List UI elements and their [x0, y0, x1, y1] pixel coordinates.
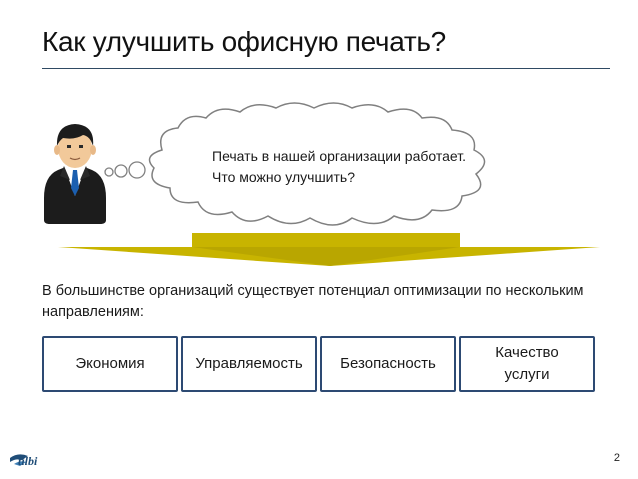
- direction-box-label: Управляемость: [195, 355, 303, 372]
- directions-row: Экономия Управляемость Безопасность Каче…: [42, 336, 598, 392]
- direction-box-service-quality: Качество услуги: [459, 336, 595, 392]
- page-title: Как улучшить офисную печать?: [42, 26, 446, 57]
- direction-box-economy: Экономия: [42, 336, 178, 392]
- title-divider: [42, 68, 610, 69]
- direction-box-manageability: Управляемость: [181, 336, 317, 392]
- direction-box-label: Качество услуги: [495, 344, 559, 383]
- page-number: 2: [613, 452, 620, 464]
- direction-box-label: Экономия: [75, 355, 145, 372]
- direction-box-label: Безопасность: [340, 355, 436, 372]
- direction-box-security: Безопасность: [320, 336, 456, 392]
- intro-text: В большинстве организаций существует пот…: [42, 283, 584, 320]
- tilbi-logo-icon: [10, 454, 28, 466]
- thought-bubble-text: Печать в нашей организации работает. Что…: [212, 148, 466, 185]
- businessman-icon: [44, 124, 106, 224]
- logo-text: tilbi: [18, 454, 38, 468]
- thought-bubble-icon: [104, 102, 486, 226]
- down-arrow-icon: [58, 233, 600, 266]
